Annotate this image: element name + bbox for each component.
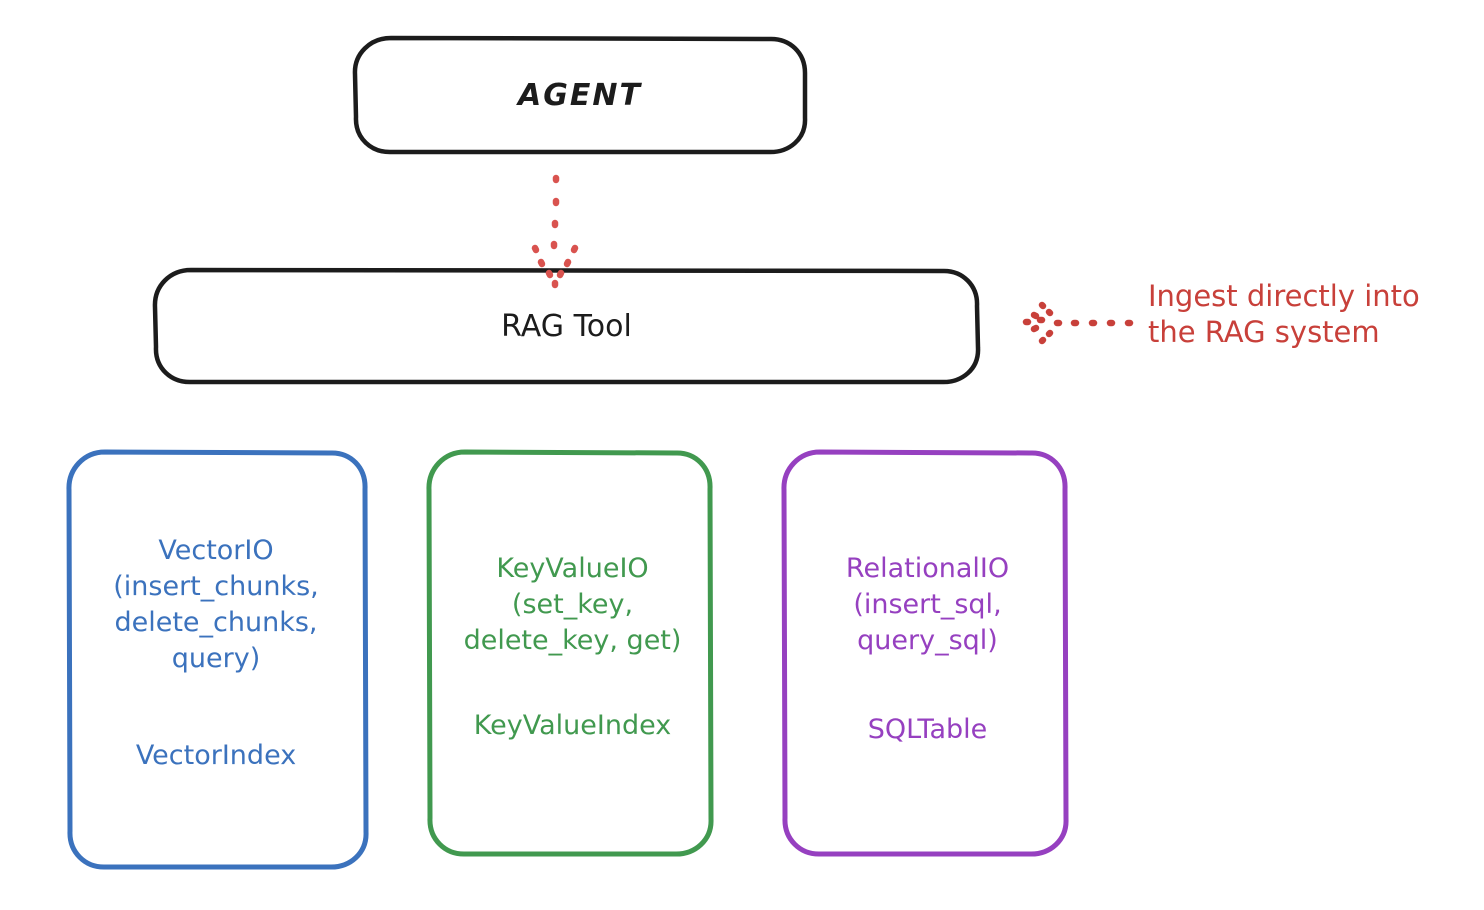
agent-to-rag-arrow [531,174,579,289]
agent-box[interactable] [352,35,808,155]
keyvalue-io-box[interactable] [426,449,714,857]
relational-io-box[interactable] [781,449,1069,857]
vector-io-box[interactable] [66,449,369,870]
ingest-arrow [1022,301,1134,345]
rag-tool-box[interactable] [152,267,981,385]
